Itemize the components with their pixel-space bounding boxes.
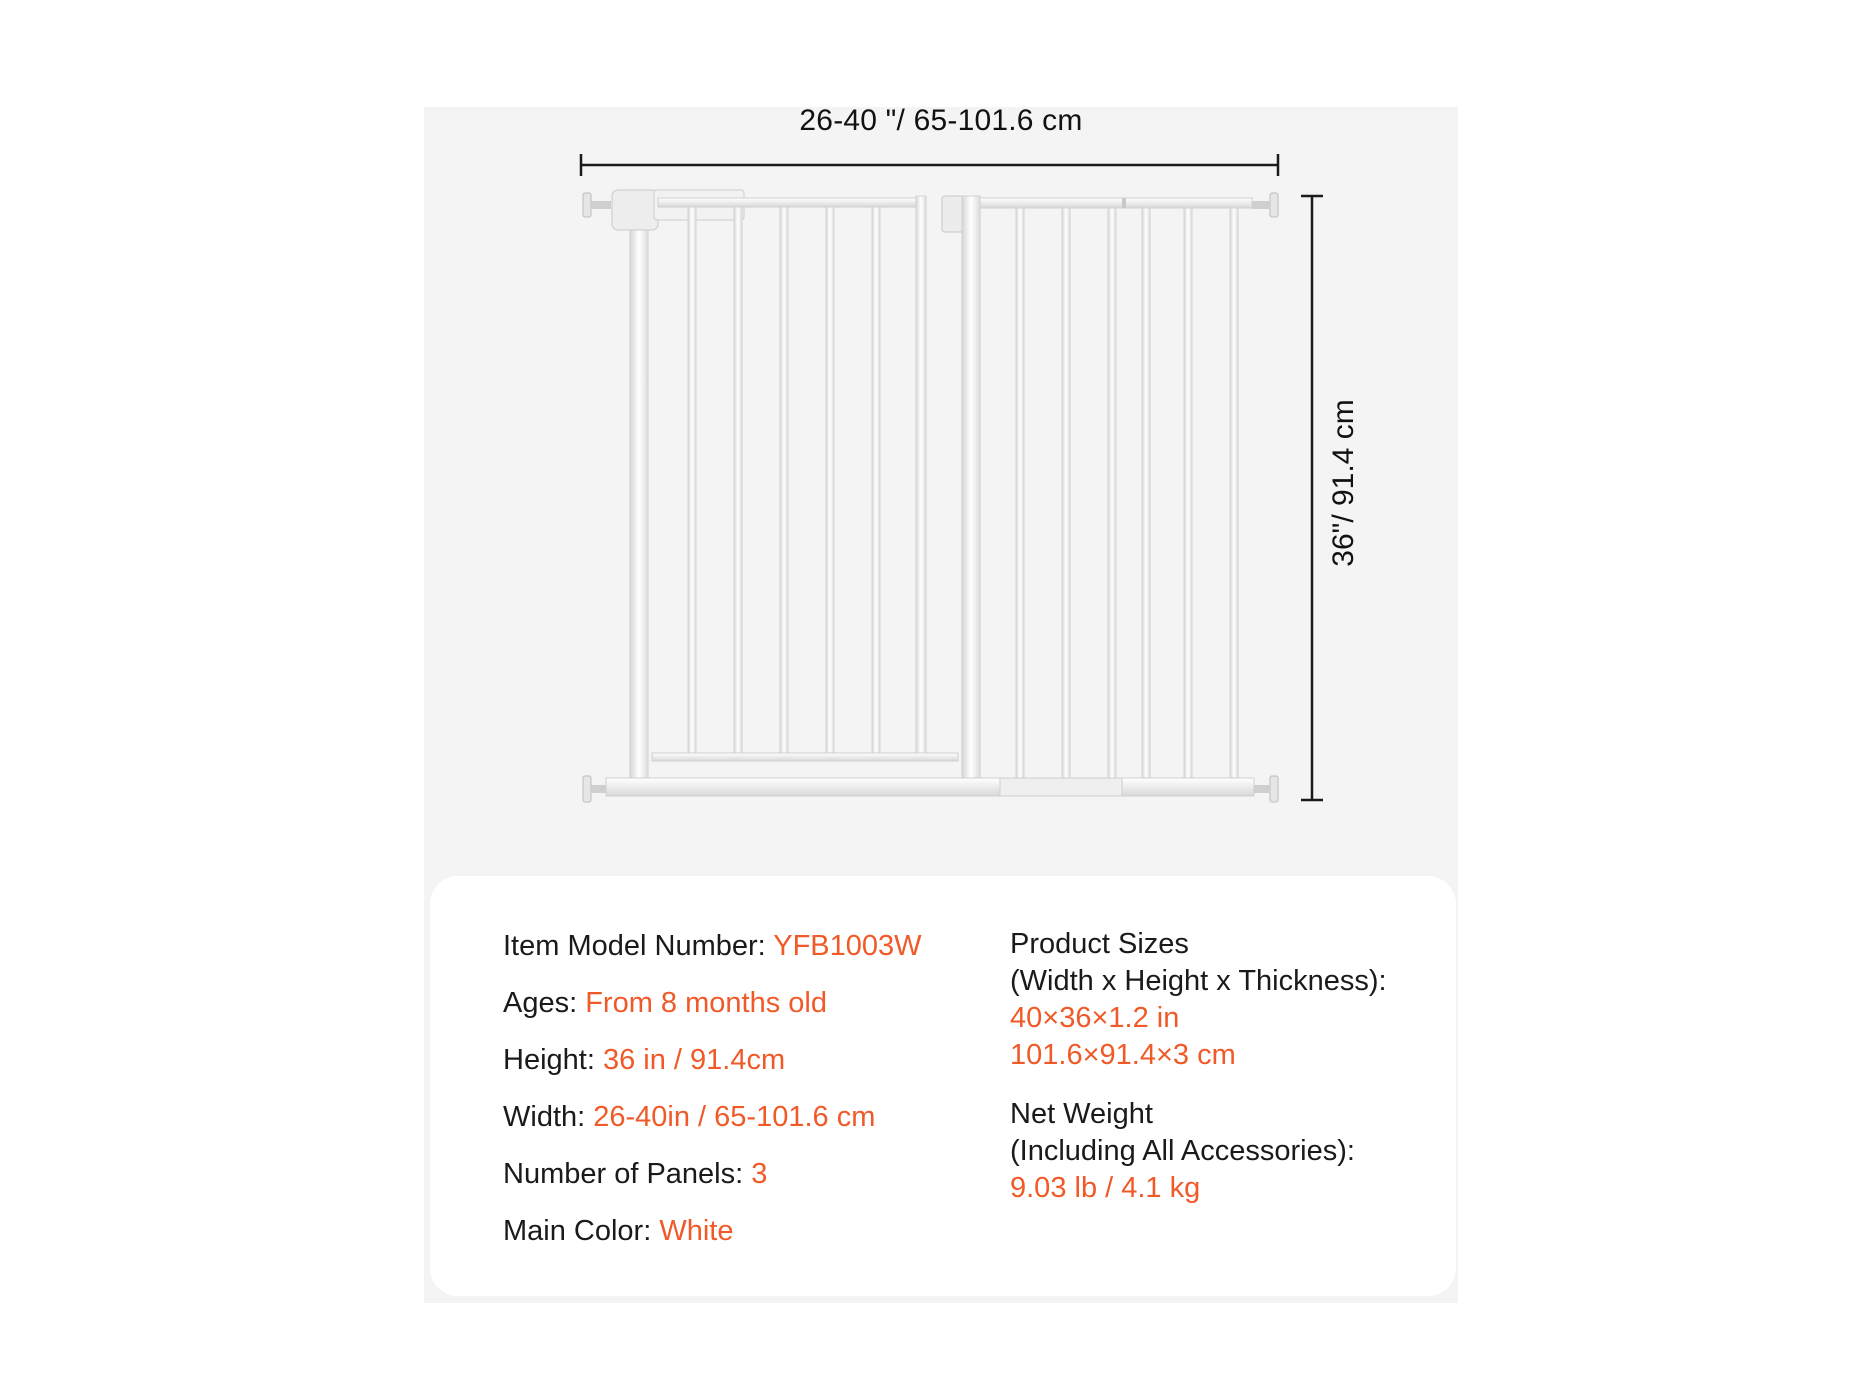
gate-door-top-rail bbox=[657, 197, 925, 208]
spec-label: Width: bbox=[503, 1101, 594, 1133]
spec-list-left: Item Model Number: YFB1003W Ages: From 8… bbox=[503, 926, 922, 1268]
spec-list-right: Product Sizes (Width x Height x Thicknes… bbox=[1010, 926, 1387, 1229]
spec-value: 9.03 lb / 4.1 kg bbox=[1010, 1172, 1201, 1204]
width-dimension-label: 26-40 "/ 65-101.6 cm bbox=[799, 104, 1083, 137]
spec-label: Main Color: bbox=[503, 1215, 660, 1247]
spec-card bbox=[430, 876, 1456, 1296]
gate-bottom-rail bbox=[605, 777, 1255, 797]
gate-left-post bbox=[629, 209, 649, 797]
spec-value: YFB1003W bbox=[773, 930, 922, 962]
spec-model-number: Item Model Number: YFB1003W bbox=[503, 926, 922, 983]
gate-bottom-extension bbox=[999, 777, 1123, 797]
gate-door-bars bbox=[687, 195, 927, 757]
spec-subtitle: (Width x Height x Thickness): bbox=[1010, 965, 1387, 997]
pressure-bolt-top-left bbox=[582, 192, 611, 218]
height-dimension-label: 36"/ 91.4 cm bbox=[1327, 399, 1360, 567]
spec-width: Width: 26-40in / 65-101.6 cm bbox=[503, 1097, 922, 1154]
gate-illustration bbox=[579, 154, 1323, 803]
spec-value: From 8 months old bbox=[585, 987, 827, 1019]
spec-label: Ages: bbox=[503, 987, 586, 1019]
spec-value: 3 bbox=[751, 1158, 768, 1190]
gate-center-post bbox=[961, 195, 981, 797]
gate-door-bottom-rail bbox=[651, 752, 959, 762]
gate-extension-joint bbox=[1122, 198, 1126, 208]
spec-panels: Number of Panels: 3 bbox=[503, 1154, 922, 1211]
spec-label: Item Model Number: bbox=[503, 930, 774, 962]
spec-value-in: 40×36×1.2 in bbox=[1010, 1002, 1180, 1034]
pressure-bolt-top-right bbox=[1252, 192, 1279, 218]
spec-net-weight: Net Weight (Including All Accessories): … bbox=[1010, 1096, 1387, 1207]
width-dimension-line bbox=[579, 154, 1280, 176]
spec-value: 36 in / 91.4cm bbox=[602, 1044, 786, 1076]
height-dimension-line bbox=[1301, 194, 1323, 802]
spec-ages: Ages: From 8 months old bbox=[503, 983, 922, 1040]
gate-right-bars bbox=[1015, 207, 1239, 779]
spec-subtitle: (Including All Accessories): bbox=[1010, 1135, 1355, 1167]
spec-value: 26-40in / 65-101.6 cm bbox=[593, 1101, 876, 1133]
pressure-bolt-bottom-left bbox=[582, 775, 611, 803]
spec-product-sizes: Product Sizes (Width x Height x Thicknes… bbox=[1010, 926, 1387, 1074]
gate-hinge-block bbox=[611, 189, 659, 231]
spec-title: Product Sizes bbox=[1010, 928, 1189, 960]
gate-right-top-rail bbox=[979, 197, 1253, 209]
spec-main-color: Main Color: White bbox=[503, 1211, 922, 1268]
spec-value: White bbox=[659, 1215, 734, 1247]
spec-title: Net Weight bbox=[1010, 1098, 1153, 1130]
spec-label: Number of Panels: bbox=[503, 1158, 752, 1190]
spec-label: Height: bbox=[503, 1044, 603, 1076]
pressure-bolt-bottom-right bbox=[1252, 775, 1279, 803]
spec-value-cm: 101.6×91.4×3 cm bbox=[1010, 1039, 1236, 1071]
spec-height: Height: 36 in / 91.4cm bbox=[503, 1040, 922, 1097]
